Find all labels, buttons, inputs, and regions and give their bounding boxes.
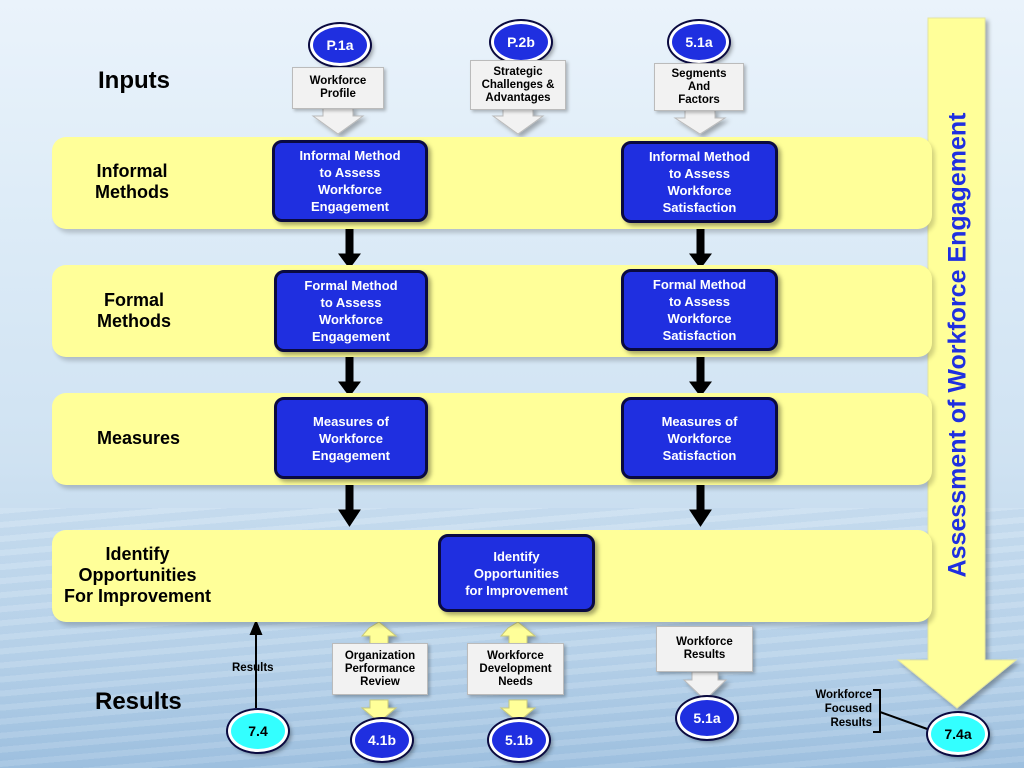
band-formal	[52, 265, 932, 357]
inputs-label: Inputs	[98, 67, 170, 94]
ref-circle-5-1a-bottom: 5.1a	[677, 697, 737, 739]
double-arrows	[360, 621, 728, 723]
band-informal	[52, 137, 932, 229]
ref-circle-7-4: 7.4	[228, 710, 288, 752]
band-measures	[52, 393, 932, 485]
results-label: Results	[95, 688, 182, 715]
results-up-arrow	[249, 619, 263, 708]
ref-circle-p2b: P.2b	[491, 21, 551, 63]
assessment-title: Assessment of Workforce Engagement	[943, 112, 972, 578]
row-label-measures: Measures	[97, 428, 181, 448]
assessment-arrow	[896, 17, 1018, 709]
input-callout-arrows	[311, 107, 727, 135]
ref-circle-5-1a-top: 5.1a	[669, 21, 729, 63]
flow-arrows	[338, 221, 712, 527]
ref-circle-7-4a: 7.4a	[928, 713, 988, 755]
focused-results-bracket	[873, 689, 931, 733]
ref-circle-5-1b: 5.1b	[489, 719, 549, 761]
ref-circle-p1a: P.1a	[310, 24, 370, 66]
ref-circle-4-1b: 4.1b	[352, 719, 412, 761]
results-small-label: Results	[232, 662, 274, 674]
